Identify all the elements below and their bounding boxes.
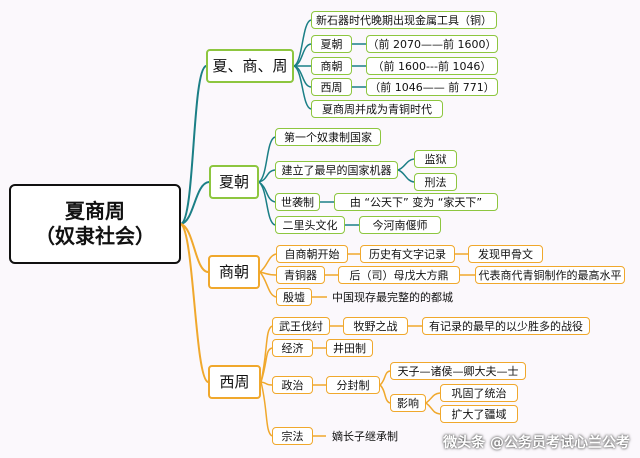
node-yinxu: 殷墟 <box>276 288 312 306</box>
node-bronze-peak: 代表商代青铜制作的最高水平 <box>475 266 625 284</box>
node-written-records: 历史有文字记录 <box>360 245 455 263</box>
node-clan-law: 宗法 <box>272 427 313 445</box>
node-muye-battle: 牧野之战 <box>343 317 408 335</box>
node-hereditary-system: 世袭制 <box>275 193 320 211</box>
node-xia: 夏朝 <box>311 35 352 53</box>
node-influence: 影响 <box>390 394 426 412</box>
node-expand-territory: 扩大了疆域 <box>440 405 518 423</box>
node-complete-capital: 中国现存最完整的的都城 <box>332 291 453 304</box>
node-from-shang: 自商朝开始 <box>276 245 348 263</box>
node-public-to-family: 由 “公天下” 变为 “家天下” <box>334 193 498 211</box>
root-node: 夏商周 （奴隶社会） <box>9 184 181 264</box>
node-consolidate-rule: 巩固了统治 <box>440 384 518 402</box>
node-zhou-dates: （前 1046—— 前 771） <box>366 78 498 96</box>
node-western-zhou: 西周 <box>311 78 352 96</box>
node-bronzeware: 青铜器 <box>276 266 325 284</box>
node-shang: 商朝 <box>311 57 352 75</box>
node-politics: 政治 <box>272 376 313 394</box>
node-hierarchy: 天子—诸侯—卿大夫—士 <box>390 362 526 380</box>
node-well-field: 井田制 <box>326 339 373 357</box>
node-few-beat-many: 有记录的最早的以少胜多的战役 <box>422 317 590 335</box>
watermark-text: 微头条 @公务员考试心兰公考 <box>443 435 630 451</box>
branch-shang-dynasty: 商朝 <box>208 255 260 289</box>
branch-xia-dynasty: 夏朝 <box>209 165 259 199</box>
node-state-machine: 建立了最早的国家机器 <box>275 161 398 179</box>
node-economy: 经济 <box>272 339 313 357</box>
node-king-wu: 武王伐纣 <box>272 317 330 335</box>
node-first-slave-state: 第一个奴隶制国家 <box>275 128 381 146</box>
node-yanshi: 今河南偃师 <box>359 216 441 234</box>
node-metal-tools: 新石器时代晚期出现金属工具（铜） <box>311 11 497 29</box>
node-erlitou-culture: 二里头文化 <box>275 216 345 234</box>
node-bronze-age: 夏商周并成为青铜时代 <box>311 100 443 118</box>
node-simuwu-ding: 后（司）母戊大方鼎 <box>338 266 460 284</box>
node-xia-dates: （前 2070——前 1600） <box>366 35 498 53</box>
node-primogeniture: 嫡长子继承制 <box>332 430 398 443</box>
node-prison: 监狱 <box>414 150 457 168</box>
root-title: 夏商周 <box>65 199 125 223</box>
node-criminal-law: 刑法 <box>414 173 457 191</box>
branch-xia-shang-zhou: 夏、商、周 <box>206 49 294 83</box>
root-subtitle: （奴隶社会） <box>35 224 155 248</box>
branch-western-zhou: 西周 <box>208 365 261 399</box>
node-shang-dates: （前 1600---前 1046） <box>366 57 498 75</box>
node-oracle-bones: 发现甲骨文 <box>468 245 543 263</box>
node-fenfeng: 分封制 <box>326 376 380 394</box>
